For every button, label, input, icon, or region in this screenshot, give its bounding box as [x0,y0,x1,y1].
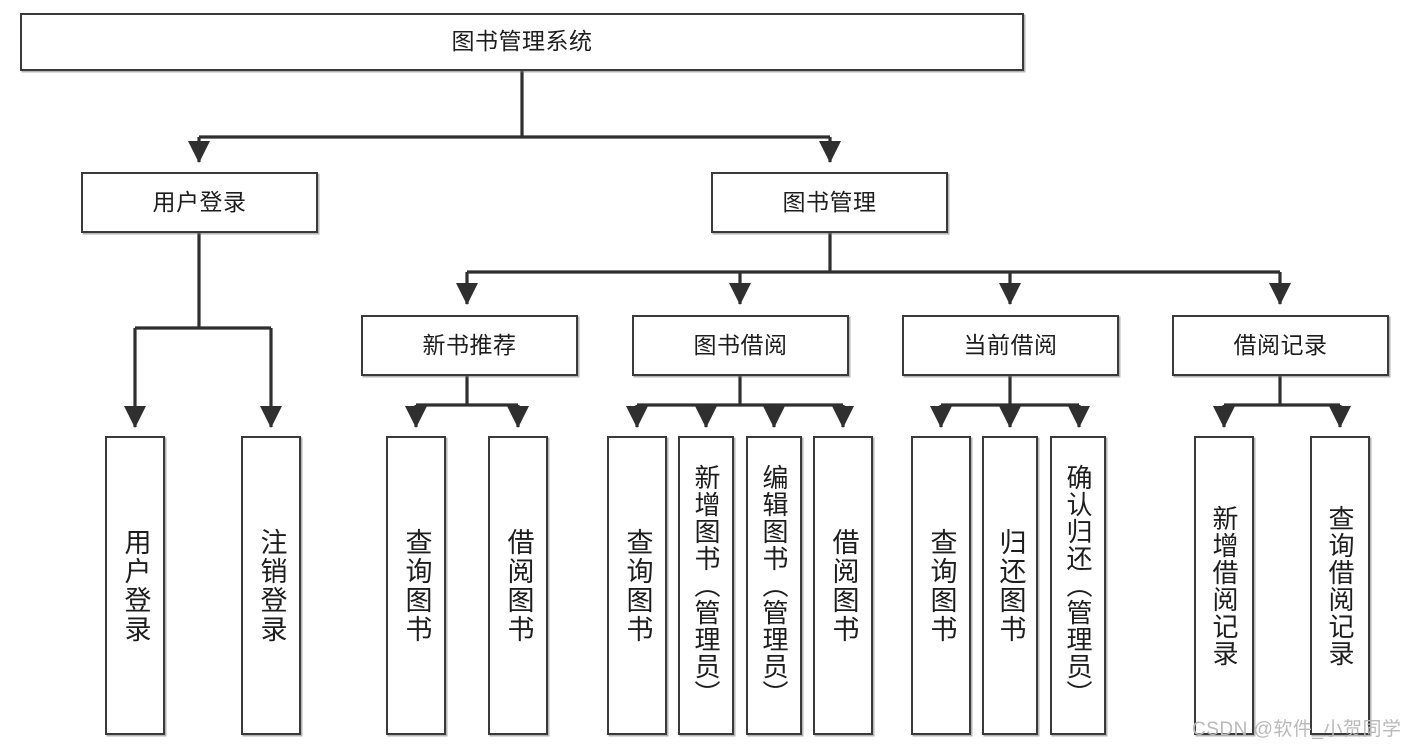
node-label: 新增借阅记录 [1209,504,1239,667]
node-label: 归还图书 [995,527,1026,644]
node-label: 图书管理 [782,188,877,215]
node-label: 借阅图书 [503,527,534,644]
node-label: 用户登录 [152,188,247,215]
node-label: 编辑图书（管理员） [759,464,789,707]
node-label: 用户登录 [120,527,151,644]
node-label: 借阅图书 [828,527,859,644]
node-borrow-record[interactable]: 借阅记录 [1172,315,1389,376]
node-book-borrow[interactable]: 图书借阅 [632,315,849,376]
watermark-text: CSDN @软件_小贺同学 [1192,719,1402,740]
node-label: 当前借阅 [963,331,1058,358]
node-book-management[interactable]: 图书管理 [711,172,948,233]
node-root-system[interactable]: 图书管理系统 [20,13,1024,71]
node-label: 查询图书 [622,527,653,644]
node-new-book-recommend[interactable]: 新书推荐 [361,315,578,376]
leaf-confirm-return-admin[interactable]: 确认归还（管理员） [1050,436,1106,735]
leaf-add-borrow-record[interactable]: 新增借阅记录 [1194,436,1254,735]
leaf-return-book[interactable]: 归还图书 [982,436,1038,735]
node-label: 查询图书 [926,527,957,644]
node-label: 图书借阅 [693,331,788,358]
node-label: 查询图书 [401,527,432,644]
leaf-add-book-admin[interactable]: 新增图书（管理员） [678,436,734,735]
node-label: 新增图书（管理员） [691,464,721,707]
node-label: 新书推荐 [422,331,517,358]
node-current-borrow[interactable]: 当前借阅 [902,315,1119,376]
leaf-query-book-borrow[interactable]: 查询图书 [607,436,667,735]
node-label: 图书管理系统 [451,28,593,55]
leaf-query-borrow-record[interactable]: 查询借阅记录 [1310,436,1370,735]
node-label: 借阅记录 [1233,331,1328,358]
leaf-borrow-book-recommend[interactable]: 借阅图书 [488,436,548,735]
leaf-query-book-current[interactable]: 查询图书 [911,436,971,735]
leaf-edit-book-admin[interactable]: 编辑图书（管理员） [746,436,802,735]
node-label: 注销登录 [256,527,287,644]
node-user-login[interactable]: 用户登录 [81,172,318,233]
leaf-borrow-book[interactable]: 借阅图书 [813,436,873,735]
node-label: 确认归还（管理员） [1063,464,1093,707]
node-label: 查询借阅记录 [1325,504,1355,667]
leaf-query-book-recommend[interactable]: 查询图书 [386,436,446,735]
leaf-user-login[interactable]: 用户登录 [105,436,165,735]
leaf-logout[interactable]: 注销登录 [241,436,301,735]
